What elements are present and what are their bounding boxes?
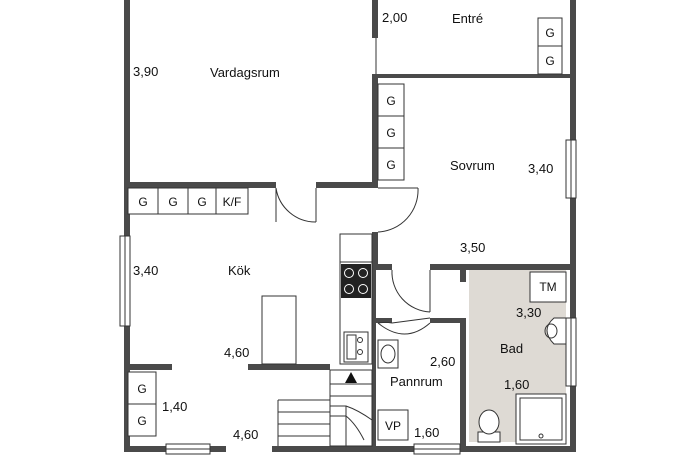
room-label-kok: Kök [228, 263, 251, 278]
wardrobe-hall-1: G [127, 371, 157, 405]
wardrobe-hall-2: G [127, 403, 157, 437]
staircase [277, 369, 373, 447]
svg-text:G: G [386, 158, 395, 172]
room-label-bad: Bad [500, 341, 523, 356]
svg-text:G: G [138, 195, 147, 209]
dim-pannrum-depth: 2,60 [430, 354, 455, 369]
wardrobe-kok-1: G [127, 187, 159, 215]
wardrobe-kok-3: G [187, 187, 217, 215]
dim-entre-width: 2,00 [382, 10, 407, 25]
svg-text:G: G [197, 195, 206, 209]
room-label-sovrum: Sovrum [450, 158, 495, 173]
dim-sovrum-depth: 3,40 [528, 161, 553, 176]
dim-kok-width: 4,60 [224, 345, 249, 360]
wardrobe-sovrum-2: G [377, 115, 405, 149]
kitchen-counter [339, 233, 373, 365]
svg-text:G: G [545, 54, 554, 68]
boiler-sink [377, 339, 399, 369]
room-label-vardagsrum: Vardagsrum [210, 65, 280, 80]
dim-hall-width: 4,60 [233, 427, 258, 442]
wardrobe-kok-2: G [157, 187, 189, 215]
fridge-freezer: K/F [215, 187, 249, 215]
svg-text:G: G [545, 26, 554, 40]
dim-hall-depth: 1,40 [162, 399, 187, 414]
room-label-pannrum: Pannrum [390, 374, 443, 389]
dim-kok-depth: 3,40 [133, 263, 158, 278]
shower [515, 393, 567, 445]
room-label-entre: Entré [452, 11, 483, 26]
heat-pump: VP [377, 409, 409, 441]
svg-text:G: G [137, 382, 146, 396]
svg-text:G: G [386, 126, 395, 140]
wardrobe-sovrum-3: G [377, 147, 405, 181]
dim-vp-width: 1,60 [414, 425, 439, 440]
dim-bad-depth: 3,30 [516, 305, 541, 320]
windows [119, 139, 577, 455]
wardrobe-entre-1: G [537, 17, 563, 47]
doors [275, 38, 431, 335]
dim-sovrum-width: 3,50 [460, 240, 485, 255]
washing-machine: TM [529, 271, 567, 303]
dim-vardagsrum-depth: 3,90 [133, 64, 158, 79]
svg-text:G: G [168, 195, 177, 209]
bathroom-sink [544, 317, 567, 345]
kitchen-table [261, 295, 297, 365]
svg-text:K/F: K/F [223, 195, 242, 209]
toilet [477, 409, 501, 443]
svg-text:TM: TM [539, 280, 556, 294]
wardrobe-entre-2: G [537, 45, 563, 75]
walls [124, 0, 576, 452]
wardrobe-sovrum-1: G [377, 83, 405, 117]
svg-text:G: G [386, 94, 395, 108]
svg-text:VP: VP [385, 419, 401, 433]
dim-bad-width: 1,60 [504, 377, 529, 392]
svg-text:G: G [137, 414, 146, 428]
